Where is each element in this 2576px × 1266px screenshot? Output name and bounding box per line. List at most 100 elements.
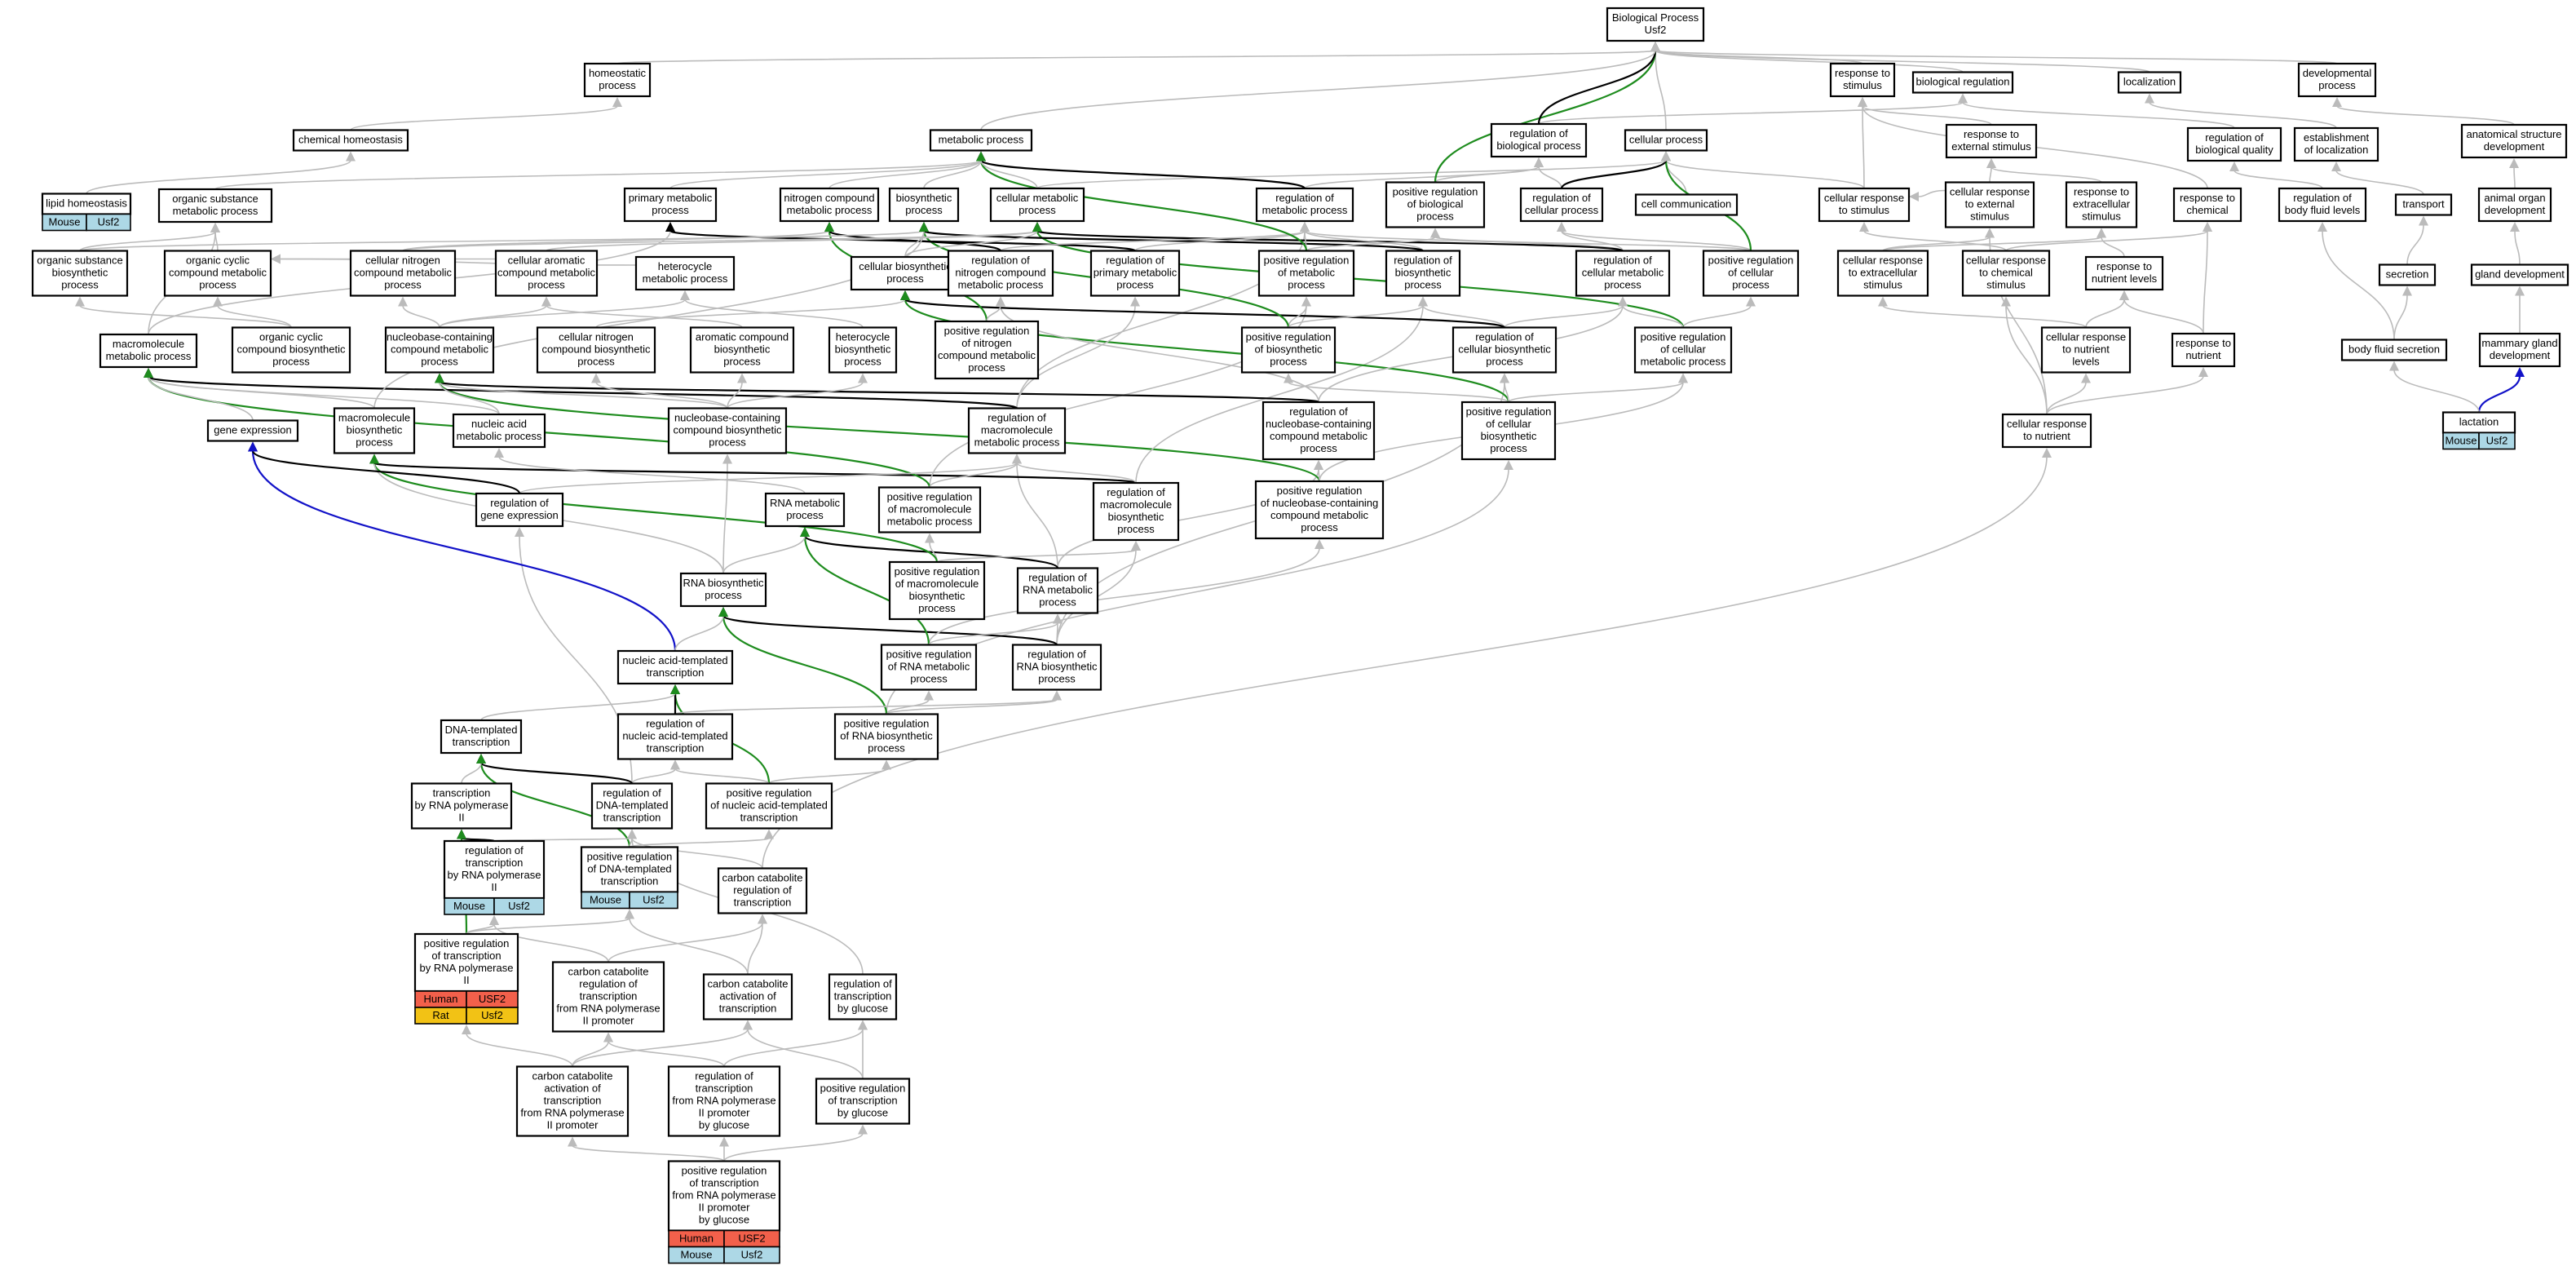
go-term-node-cellcomm: cell communication [1634,193,1739,216]
node-label-line: regulation of [2293,192,2352,204]
node-label-line: process [528,279,565,291]
node-label-line: cellular response [1824,192,1904,204]
node-label-line: extracellular [2073,198,2131,210]
edge-cellrespstim-to-respstim [1862,105,1865,189]
go-term-node-transport: transport [2394,193,2453,216]
edge-arrowhead [435,373,444,383]
edge-posregrnabio-to-regrnabio [886,698,1058,715]
node-box [333,407,416,454]
edge-cellbiosyn-to-biosyn [904,230,925,258]
edge-regrnabio-to-regrnamet [1056,622,1058,645]
gene-label: Usf2 [2486,435,2508,447]
node-label-line: cellular response [2046,331,2126,343]
node-label-line: compound metabolic [391,343,488,356]
node-label-line: positive regulation [886,648,972,661]
node-label-line: positive regulation [587,851,673,863]
edge-nucbasemet-to-hetmet [439,299,686,329]
edge-posregcellproc-to-posregbio [1434,236,1752,252]
node-label-line: of localization [2304,144,2369,156]
node-label-line: metabolic process [106,350,192,362]
node-label-line: positive regulation [887,491,973,503]
node-label-line: external stimulus [1951,140,2031,153]
node-label-line: from RNA polymerase [556,1003,660,1015]
edge-arrowhead [2001,296,2011,307]
node-box [1016,567,1099,614]
node-box [2378,263,2437,286]
node-box [231,326,351,374]
node-label-line: process [1604,279,1641,291]
edge-arrowhead [603,1032,613,1042]
node-label-line: RNA biosynthetic [1017,661,1098,673]
node-label-line: process [2318,79,2356,91]
node-label-line: regulation of [2205,131,2264,144]
node-box [1702,250,1800,297]
node-label-line: process [968,361,1005,374]
node-label-line: nucleic acid-templated [622,654,727,666]
edge-arrowhead [1618,296,1628,307]
node-label-line: biological process [1496,139,1581,152]
go-term-node-cellproc: cellular process [1624,129,1708,152]
edge-arrowhead [1557,222,1566,232]
node-label-line: process [723,356,761,368]
edges-layer [75,42,2525,1162]
node-label-line: of transcription [828,1095,897,1107]
edge-regprim-to-regmet [1134,230,1306,252]
edge-carbcatacttx-to-carbcatregtx [747,923,763,975]
node-label-line: of metabolic [1278,267,1336,279]
node-box [349,250,457,297]
edge-regmacrobiosyn-to-regbiosyn [1135,305,1424,484]
edge-arrowhead [1504,460,1513,470]
edge-arrowhead [1053,613,1063,624]
node-label-line: biosynthetic [52,267,108,279]
node-label-line: transcription [647,666,705,679]
node-label-line: metabolic process [1641,356,1726,368]
node-label-line: of macromolecule [895,578,979,590]
edge-arrowhead [1661,151,1671,162]
edge-arrowhead [1678,373,1688,383]
node-label-line: II promoter [583,1015,635,1027]
edge-respnut-to-respnutlev [2123,299,2204,334]
edge-arrowhead [1430,228,1440,238]
node-label-line: positive regulation [1641,331,1726,343]
node-label-line: carbon catabolite [532,1070,612,1082]
node-label-line: of nucleobase-containing [1261,497,1379,509]
node-box [967,407,1067,454]
node-box [1011,644,1102,691]
species-label: Human [679,1233,714,1245]
edge-posregmacromet-to-regmacromet [929,463,1018,488]
node-label-line: regulation of [1027,648,1086,661]
node-label-line: process [652,204,689,216]
node-label-line: of cellular [1660,343,1706,356]
node-label-line: regulation of [1275,192,1334,204]
node-label-line: compound biosynthetic [674,424,782,436]
node-box [384,326,495,374]
go-term-node-regmacrobiosyn: regulation ofmacromoleculebiosyntheticpr… [1092,481,1180,542]
node-label-line: process [1038,673,1076,685]
node-label-line: transcription [696,1082,753,1095]
node-label-line: cellular response [1950,186,2030,198]
node-label-line: RNA biosynthetic [683,577,764,589]
node-label-line: regulation of [988,412,1046,424]
node-label-line: transcription [734,896,792,909]
edge-regcellmet-to-cellmet [1036,229,1624,252]
node-label-line: carbon catabolite [722,872,802,884]
node-box [163,250,272,297]
edge-arrowhead [881,759,891,770]
edge-arrowhead [976,151,986,162]
edge-regdnatx-to-reggeneexp [519,535,633,784]
edge-arrowhead [1418,296,1428,307]
edge-arrowhead [398,296,408,307]
node-box [1257,250,1355,297]
edge-hetbio-to-hetmet [684,299,864,329]
node-box [667,1160,781,1232]
edge-cellrespnut-to-respnut [2046,375,2204,415]
node-label-line: nutrient [2185,349,2221,361]
